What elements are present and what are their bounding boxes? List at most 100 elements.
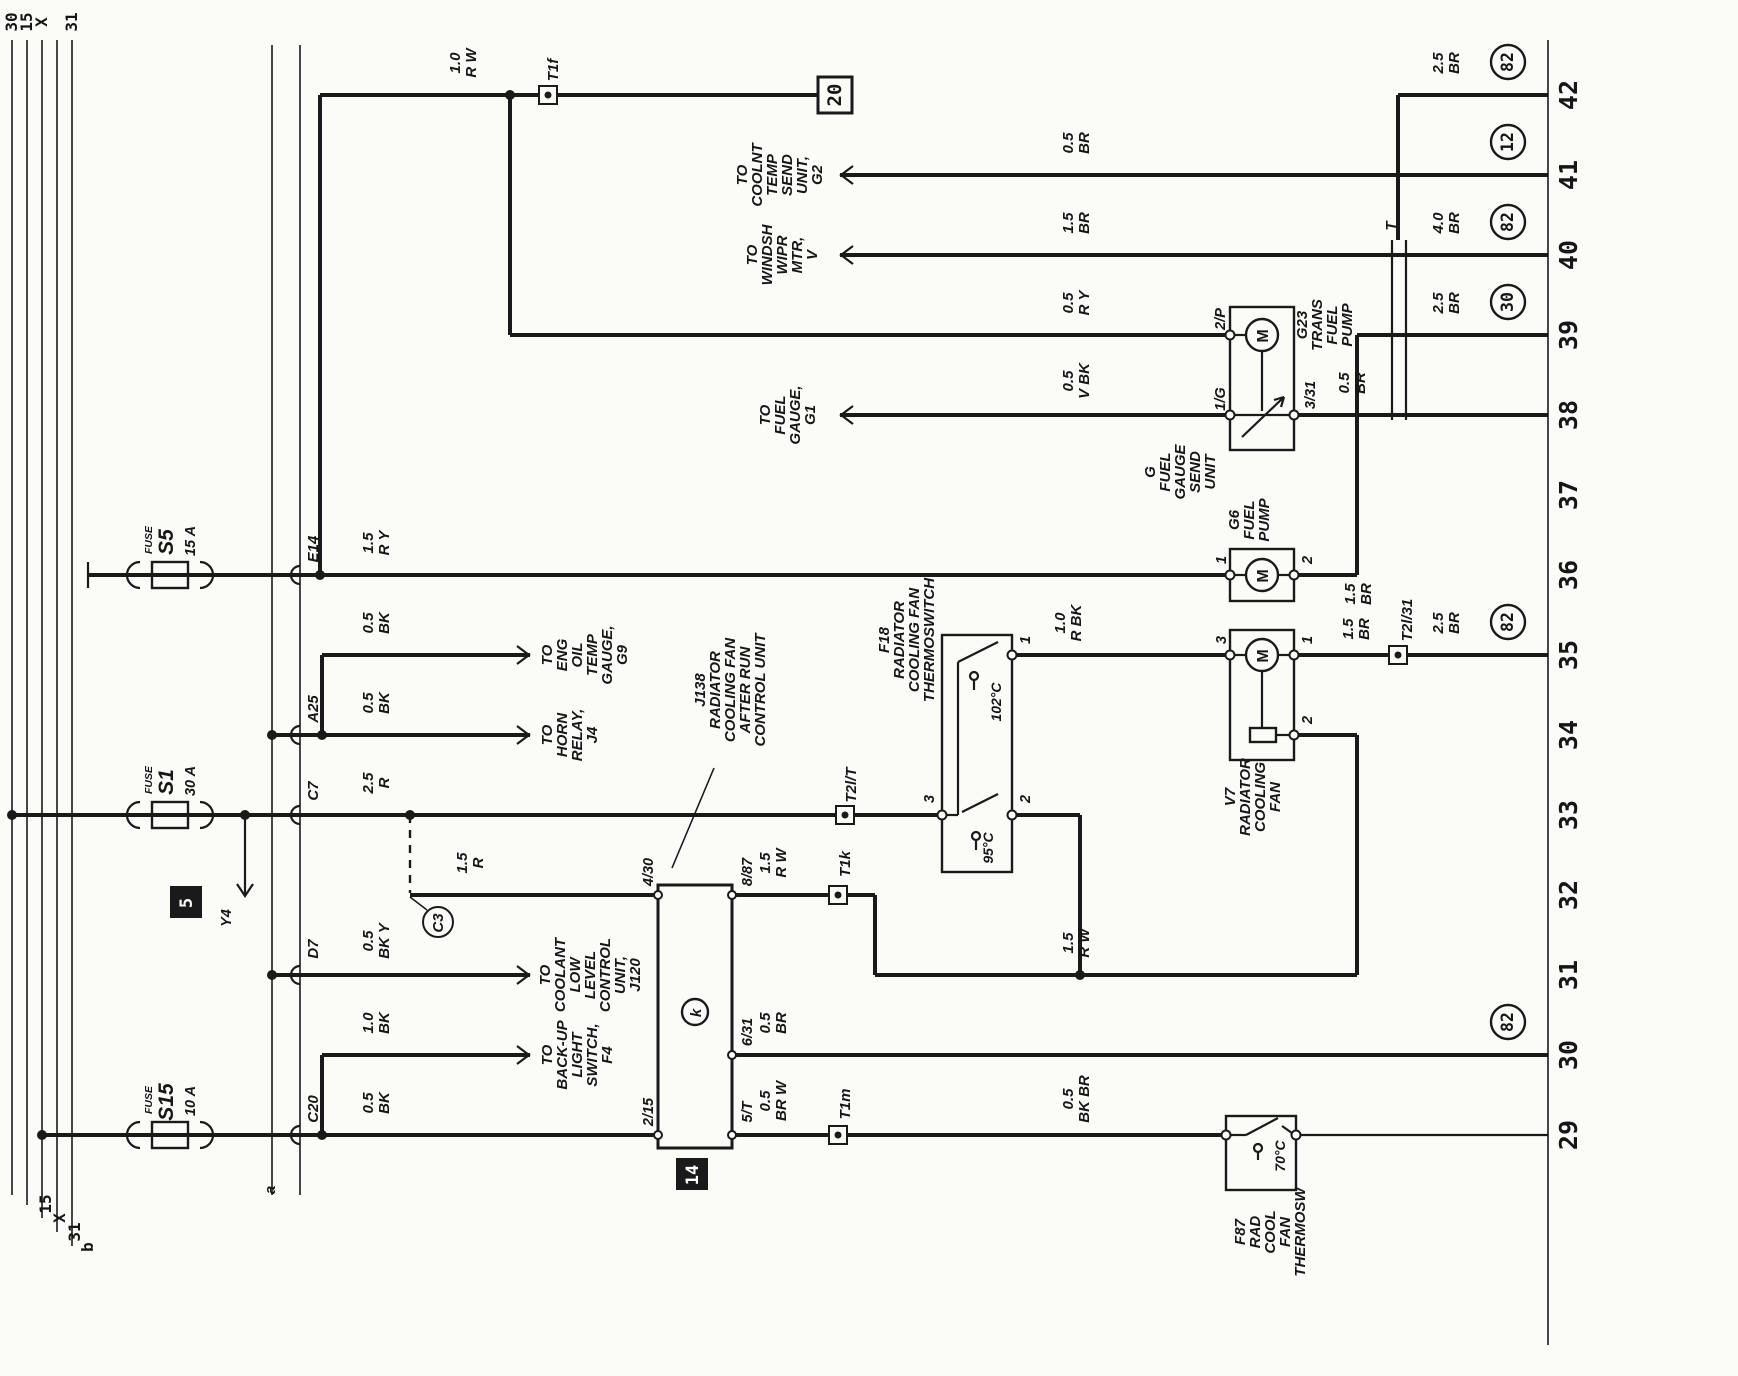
position-tag-14-label: 14 bbox=[683, 1165, 703, 1185]
to-label-f4-line-4: F4 bbox=[599, 1046, 616, 1064]
wire-label-r-t32-line-0: 1.5 bbox=[454, 852, 471, 874]
bus-lines bbox=[11, 40, 73, 1246]
wire-label-br-t40r-line-0: 4.0 bbox=[1430, 212, 1447, 235]
component-label-j138-line-0: J138 bbox=[692, 673, 709, 707]
track-number-41-line-0: 41 bbox=[1554, 160, 1583, 190]
component-label-g-sender-line-0: G bbox=[1142, 466, 1159, 478]
wire-label-brw-t29-line-0: 0.5 bbox=[757, 1090, 774, 1112]
fuse-s5-caption: FUSE bbox=[143, 525, 155, 554]
component-label-g6-line-0: G6 bbox=[1226, 509, 1243, 530]
panel-connector-c7-line-0: C7 bbox=[305, 781, 322, 801]
wire-label-ry-t36-line-0: 1.5 bbox=[360, 532, 377, 554]
wire-label-bk-t29-line-1: BK bbox=[376, 1091, 393, 1114]
temp-label-95: 95°C bbox=[980, 831, 996, 863]
panel-label-a: a bbox=[262, 1186, 279, 1194]
panel-hook-c7 bbox=[289, 804, 301, 826]
wire-end-arrow bbox=[516, 725, 531, 745]
connector-t2lt-label-line-0: T2l/T bbox=[843, 766, 860, 803]
motor-letter-g23-line-0: M bbox=[1255, 329, 1272, 342]
temp-label-95-line-0: 95°C bbox=[980, 831, 996, 863]
wire-label-rw-t32-line-0: 1.5 bbox=[757, 852, 774, 874]
ref-circle-label-82c-line-0: 82 bbox=[1498, 612, 1517, 632]
terminal-f18-3-line-0: 3 bbox=[922, 795, 938, 803]
component-j138-box bbox=[653, 767, 737, 1150]
connector-t2lt-label: T2l/T bbox=[843, 766, 860, 803]
terminal-f18-1: 1 bbox=[1018, 636, 1034, 644]
terminal-g6-1-line-0: 1 bbox=[1214, 556, 1230, 564]
wire-label-bk-t29-line-0: 0.5 bbox=[360, 1092, 377, 1114]
wire-end-arrow bbox=[516, 965, 531, 985]
wire-label-vbk-t38-line-1: V BK bbox=[1076, 362, 1093, 399]
ref-circle-label-30: 30 bbox=[1498, 292, 1517, 312]
component-f87-box bbox=[1220, 1114, 1302, 1192]
component-g23-g-box bbox=[1224, 305, 1300, 452]
to-label-g1-line-0: TO bbox=[757, 404, 774, 425]
track-number-33-line-0: 33 bbox=[1554, 800, 1583, 830]
component-label-j138-line-2: COOLING FAN bbox=[722, 637, 739, 742]
terminal-j138-430-line-0: 4/30 bbox=[641, 858, 657, 887]
track-number-30: 30 bbox=[1554, 1040, 1583, 1070]
to-label-g9-line-0: TO bbox=[539, 644, 556, 665]
to-label-f4-line-0: TO bbox=[539, 1044, 556, 1065]
ref-circle-label-82a-line-0: 82 bbox=[1498, 52, 1517, 72]
fuse-s1-rating-line-0: 30 A bbox=[183, 766, 199, 796]
connector-t1f-label: T1f bbox=[545, 57, 562, 82]
panel-connector-c20-line-0: C20 bbox=[305, 1095, 322, 1123]
wire-label-br-t35-line-0: 2.5 bbox=[1430, 612, 1447, 635]
connector-t1m bbox=[828, 1125, 848, 1145]
fuse-s5-rating-line-0: 15 A bbox=[183, 526, 199, 556]
wire-label-rbk-t35-line-0: 1.0 bbox=[1052, 612, 1069, 634]
component-label-g-sender-line-2: GAUGE bbox=[1172, 444, 1189, 500]
fuse-s1-symbol bbox=[125, 800, 215, 830]
switch-blade-102 bbox=[957, 641, 999, 663]
wire-label-br-t41-line-1: BR bbox=[1076, 132, 1093, 154]
to-label-j4-line-2: RELAY, bbox=[569, 709, 586, 762]
to-label-v-line-4: V bbox=[804, 248, 821, 260]
to-label-g2-line-0: TO bbox=[734, 164, 751, 185]
wire-label-bk-g9-line-0: 0.5 bbox=[360, 612, 377, 634]
terminal-j138-5t: 5/T bbox=[740, 1100, 756, 1122]
component-label-v7-line-0: V7 bbox=[1222, 787, 1239, 806]
relay-coil-symbol bbox=[680, 997, 710, 1027]
ref-circle-label-82b: 82 bbox=[1498, 212, 1517, 232]
component-label-g6-line-1: FUEL bbox=[1241, 500, 1258, 539]
fuse-s1-rating: 30 A bbox=[183, 766, 199, 796]
bus-label-30: 30 bbox=[2, 12, 21, 31]
panel-connector-d7-line-0: D7 bbox=[305, 939, 322, 959]
track-number-35: 35 bbox=[1554, 640, 1583, 670]
connector-t2l31 bbox=[1388, 645, 1408, 665]
fuse-s1-caption-line-0: FUSE bbox=[143, 765, 155, 794]
panel-connector-e14-line-0: E14 bbox=[305, 535, 322, 562]
wire-label-br-t39-line-0: 2.5 bbox=[1430, 292, 1447, 315]
bus-bottom-label-31-line-0: 31 bbox=[65, 1222, 84, 1241]
bus-bottom-label-15: 15 bbox=[36, 1194, 55, 1213]
to-label-g9-line-1: ENG bbox=[554, 638, 571, 671]
terminal-g23-2p: 2/P bbox=[1213, 308, 1229, 331]
terminal-j138-5t-line-0: 5/T bbox=[740, 1100, 756, 1122]
wire-label-br-t30-line-1: BR bbox=[773, 1012, 790, 1034]
bus-bottom-label-b: b bbox=[78, 1242, 97, 1252]
track-number-40-line-0: 40 bbox=[1554, 240, 1583, 270]
to-label-v-line-2: WIPR bbox=[774, 235, 791, 274]
fuse-s15-rating: 10 A bbox=[183, 1086, 199, 1116]
fuse-s5-name: S5 bbox=[155, 529, 178, 555]
terminal-f18-1-line-0: 1 bbox=[1018, 636, 1034, 644]
j138-leader-line bbox=[671, 767, 715, 869]
fuse-s5-rating: 15 A bbox=[183, 526, 199, 556]
to-label-j120-line-2: LOW bbox=[567, 956, 584, 993]
component-label-f18-line-3: THERMOSWITCH bbox=[921, 577, 938, 702]
to-label-g2-line-5: G2 bbox=[809, 164, 826, 185]
ref-circle-label-82d: 82 bbox=[1498, 1012, 1517, 1032]
to-label-g9-line-5: G9 bbox=[614, 644, 631, 665]
motor-letter-g23: M bbox=[1255, 329, 1272, 342]
terminal-j138-631-line-0: 6/31 bbox=[740, 1018, 756, 1046]
